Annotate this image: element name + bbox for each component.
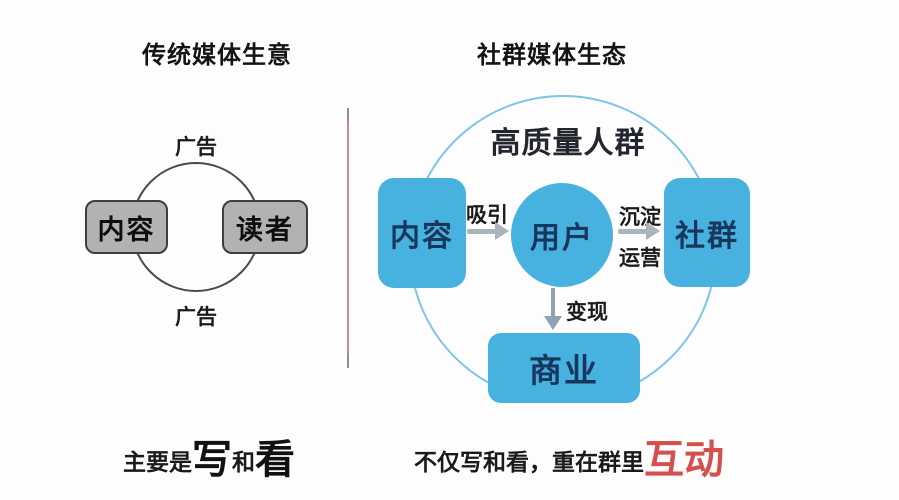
- left-reader-box: 读者: [222, 200, 308, 254]
- user-node: 用户: [511, 183, 613, 287]
- ad-label-top: 广告: [175, 135, 217, 159]
- left-caption-prefix: 主要是: [123, 450, 192, 475]
- left-caption-emph-read: 看: [255, 437, 295, 482]
- right-caption-highlight: 互动: [644, 437, 724, 482]
- settle-arrow-shaft: [618, 229, 648, 234]
- ecosystem-circle-label: 高质量人群: [490, 127, 646, 160]
- settle-arrow-head: [646, 222, 660, 240]
- right-content-node: 内容: [378, 178, 466, 288]
- monetize-arrow-shaft: [551, 288, 555, 318]
- left-caption-conjunction: 和: [232, 450, 255, 475]
- right-caption: 不仅写和看，重在群里 互动: [399, 432, 739, 488]
- monetize-label: 变现: [566, 300, 608, 324]
- left-title: 传统媒体生意: [142, 43, 292, 69]
- business-node: 商业: [488, 333, 640, 403]
- right-title: 社群媒体生态: [477, 43, 627, 69]
- monetize-arrow-head: [544, 316, 562, 330]
- community-node: 社群: [664, 178, 750, 287]
- left-caption: 主要是 写 和 看: [99, 432, 319, 488]
- left-content-box: 内容: [85, 200, 168, 254]
- right-caption-prefix: 不仅写和看，重在群里: [414, 450, 644, 475]
- attract-arrow-shaft: [467, 229, 497, 234]
- left-caption-emph-write: 写: [192, 437, 232, 482]
- settle-label-line2: 运营: [619, 246, 661, 270]
- left-panel: 传统媒体生意 广告 广告 内容 读者 主要是 写 和 看: [0, 0, 347, 500]
- attract-arrow-head: [495, 222, 509, 240]
- panel-divider-line: [347, 108, 349, 368]
- ad-label-bottom: 广告: [175, 305, 217, 329]
- right-panel: 社群媒体生态 高质量人群 内容 用户 社群 商业 吸引 沉淀 运营 变现 不仅写…: [349, 0, 899, 500]
